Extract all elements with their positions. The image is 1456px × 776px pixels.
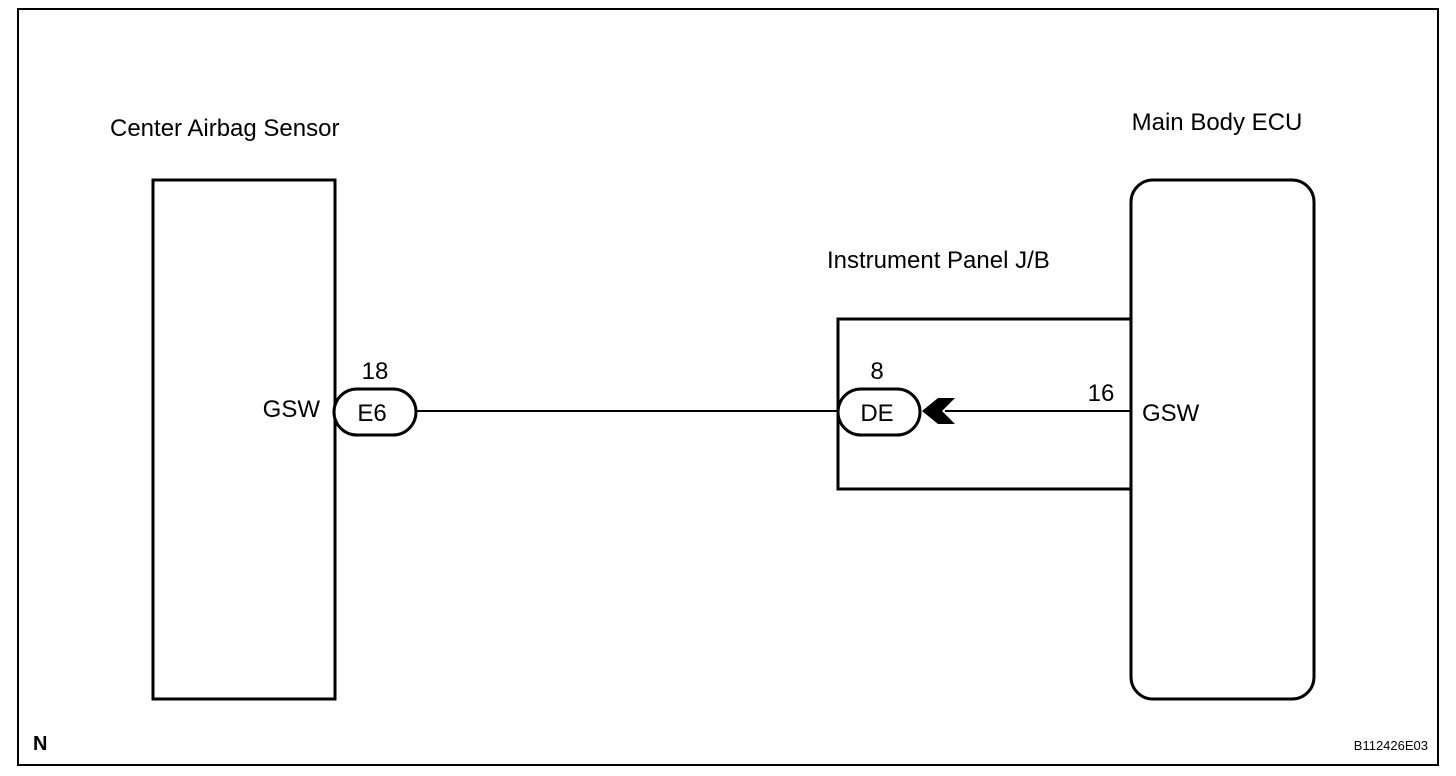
connector-e6-label: E6	[357, 400, 386, 427]
center-airbag-sensor-terminal: GSW	[263, 396, 321, 423]
center-airbag-sensor-box	[151, 178, 337, 701]
connector-de	[836, 387, 922, 437]
corner-mark: N	[33, 733, 47, 755]
junction-chevron-icon	[922, 398, 955, 424]
main-body-ecu-title: Main Body ECU	[1132, 109, 1303, 136]
center-airbag-sensor-title: Center Airbag Sensor	[110, 115, 339, 142]
center-airbag-sensor-pin: 18	[362, 358, 389, 385]
main-body-ecu-terminal: GSW	[1142, 400, 1200, 427]
instrument-panel-jb-pin: 8	[870, 358, 883, 385]
connector-de-label: DE	[860, 400, 893, 427]
main-body-ecu-pin: 16	[1088, 380, 1115, 407]
figure-code: B112426E03	[1354, 738, 1428, 753]
main-body-ecu-box	[1129, 178, 1316, 701]
instrument-panel-jb-title: Instrument Panel J/B	[827, 247, 1050, 274]
